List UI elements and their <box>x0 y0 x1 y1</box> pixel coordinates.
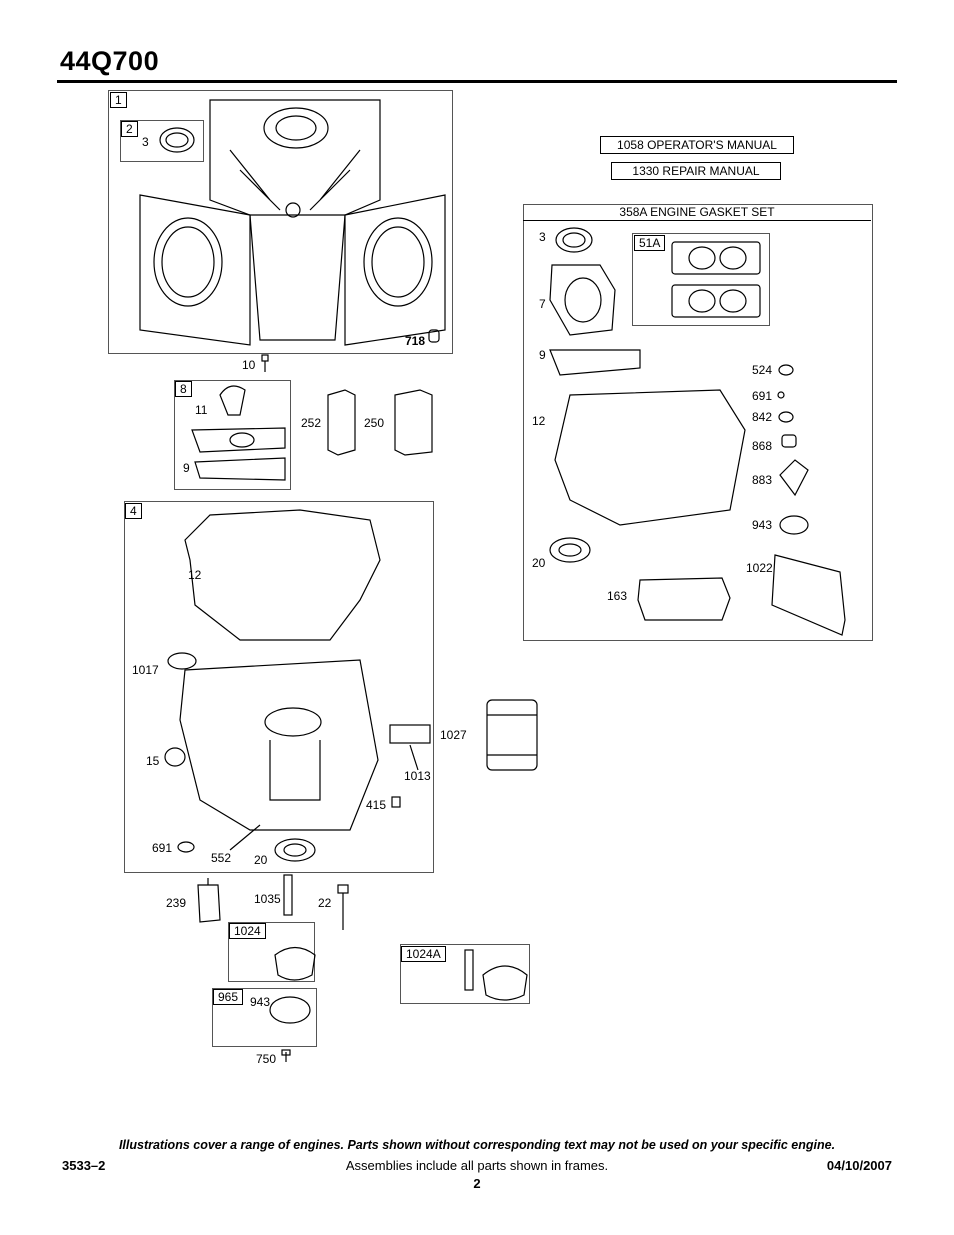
title-rule <box>57 80 897 83</box>
frame-valve-gasket-set <box>632 233 770 326</box>
part-label: 883 <box>752 473 773 487</box>
part-label: 943 <box>752 518 773 532</box>
part-label: 20 <box>254 853 268 867</box>
frame-seal-kit <box>120 120 204 162</box>
disclaimer-text: Illustrations cover a range of engines. … <box>118 1138 836 1152</box>
part-label: 943 <box>250 995 271 1009</box>
frame-tag-1: 1 <box>110 92 127 108</box>
frame-cylinder-assembly <box>108 90 453 354</box>
part-label: 20 <box>532 556 546 570</box>
part-label: 1027 <box>440 728 467 742</box>
part-label: 250 <box>364 416 385 430</box>
part-label: 691 <box>152 841 173 855</box>
repair-manual-label: 1330 REPAIR MANUAL <box>611 162 781 180</box>
frame-gasket-set <box>523 204 873 641</box>
frame-sump-assembly <box>124 501 434 873</box>
frame-tag-2: 2 <box>121 121 138 137</box>
part-label: 1013 <box>404 769 431 783</box>
page-number: 2 <box>473 1176 481 1191</box>
part-label: 9 <box>539 348 546 362</box>
part-label: 524 <box>752 363 773 377</box>
assembly-note: Assemblies include all parts shown in fr… <box>345 1158 609 1173</box>
frame-cover-965 <box>212 988 317 1047</box>
part-label: 12 <box>532 414 546 428</box>
part-label: 1017 <box>132 663 159 677</box>
document-date: 04/10/2007 <box>826 1158 892 1173</box>
part-label: 691 <box>752 389 773 403</box>
part-label: 750 <box>256 1052 277 1066</box>
part-label: 10 <box>242 358 256 372</box>
frame-tag-8: 8 <box>175 381 192 397</box>
frame-tag-965: 965 <box>213 989 244 1005</box>
part-label: 1022 <box>746 561 773 575</box>
part-label: 3 <box>539 230 546 244</box>
part-label: 7 <box>539 297 546 311</box>
frame-tag-4: 4 <box>125 503 142 519</box>
frame-tag-51a: 51A <box>634 235 666 251</box>
part-label: 15 <box>146 754 160 768</box>
frame-oil-pump-1024a <box>400 944 530 1004</box>
operators-manual-label: 1058 OPERATOR'S MANUAL <box>600 136 794 154</box>
part-label: 163 <box>607 589 628 603</box>
part-label: 718 <box>405 334 426 348</box>
part-label: 868 <box>752 439 773 453</box>
gasket-set-title: 358A ENGINE GASKET SET <box>523 204 871 221</box>
part-label: 842 <box>752 410 773 424</box>
part-label: 1035 <box>254 892 281 906</box>
part-label: 552 <box>211 851 232 865</box>
part-label: 3 <box>142 135 149 149</box>
part-label: 252 <box>301 416 322 430</box>
frame-tag-1024: 1024 <box>229 923 266 939</box>
part-label: 415 <box>366 798 387 812</box>
part-label: 9 <box>183 461 190 475</box>
part-label: 239 <box>166 896 187 910</box>
part-label: 22 <box>318 896 332 910</box>
frame-tag-1024a: 1024A <box>401 946 446 962</box>
part-label: 12 <box>188 568 202 582</box>
part-label: 11 <box>195 403 208 417</box>
document-number: 3533–2 <box>62 1158 106 1173</box>
frame-breather-assembly <box>174 380 291 490</box>
page-title: 44Q700 <box>60 46 160 76</box>
